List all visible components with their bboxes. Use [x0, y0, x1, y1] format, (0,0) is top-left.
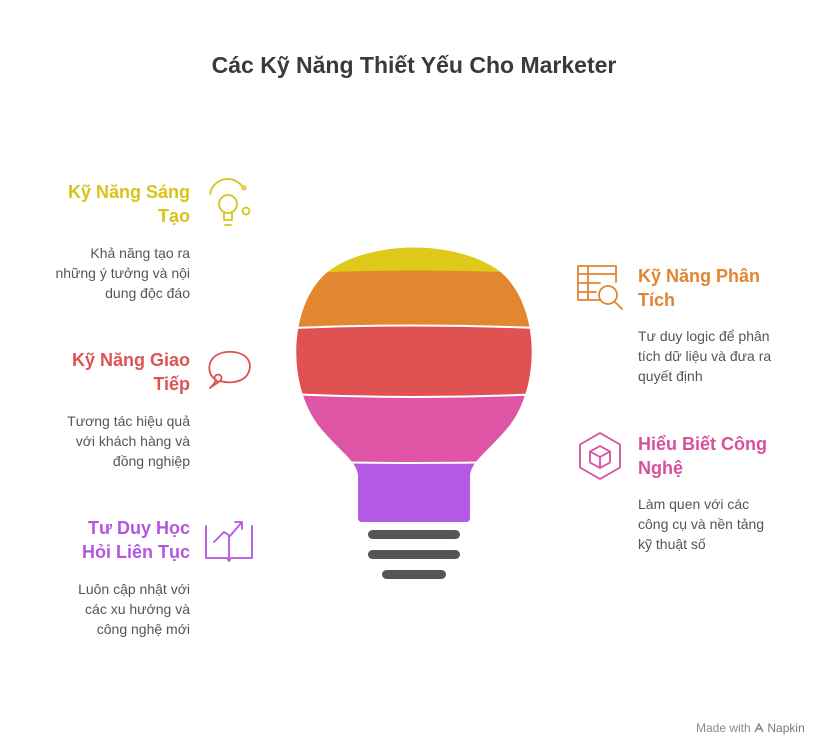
- bulb-base-bar-3: [382, 570, 446, 579]
- bulb-segment-technology: [296, 393, 532, 462]
- skill-heading-creative: Kỹ Năng Sáng Tạo: [67, 182, 190, 226]
- skill-heading-technology: Hiểu Biết Công Nghệ: [638, 434, 767, 478]
- skill-desc-communication: Tương tác hiệu quả với khách hàng và đồn…: [67, 413, 190, 469]
- skill-heading-learning: Tư Duy Học Hỏi Liên Tục: [82, 518, 190, 562]
- skill-desc-analytical: Tư duy logic để phân tích dữ liệu và đưa…: [638, 328, 772, 384]
- bulb-segment-analytical: [296, 270, 532, 329]
- skill-desc-technology: Làm quen với các công cụ và nền tảng kỹ …: [638, 496, 765, 552]
- skill-heading-analytical: Kỹ Năng Phân Tích: [638, 266, 761, 310]
- lightbulb-icon: [209, 178, 251, 226]
- skill-desc-learning: Luôn cập nhật với các xu hướng và công n…: [78, 581, 190, 637]
- skill-heading-communication: Kỹ Năng Giao Tiếp: [71, 350, 190, 394]
- napkin-brand: Napkin: [767, 721, 805, 735]
- bulb-base-bar-2: [368, 550, 460, 559]
- open-book-trend-icon: [205, 521, 253, 562]
- napkin-logo-icon: [754, 722, 764, 733]
- speech-bubble-icon: [208, 350, 251, 389]
- hexagon-cube-icon: [579, 432, 621, 480]
- bulb-segment-learning: [296, 461, 532, 522]
- page-title: Các Kỹ Năng Thiết Yếu Cho Marketer: [211, 52, 617, 78]
- made-with-footer: Made with Napkin: [696, 721, 805, 735]
- skill-desc-creative: Khả năng tạo ra những ý tưởng và nội dun…: [55, 245, 190, 301]
- bulb-segment-creative: [296, 247, 532, 276]
- bulb-segment-communication: [296, 326, 532, 396]
- table-magnifier-icon: [577, 265, 623, 310]
- made-with-label: Made with: [696, 721, 751, 735]
- bulb-base-bar-1: [368, 530, 460, 539]
